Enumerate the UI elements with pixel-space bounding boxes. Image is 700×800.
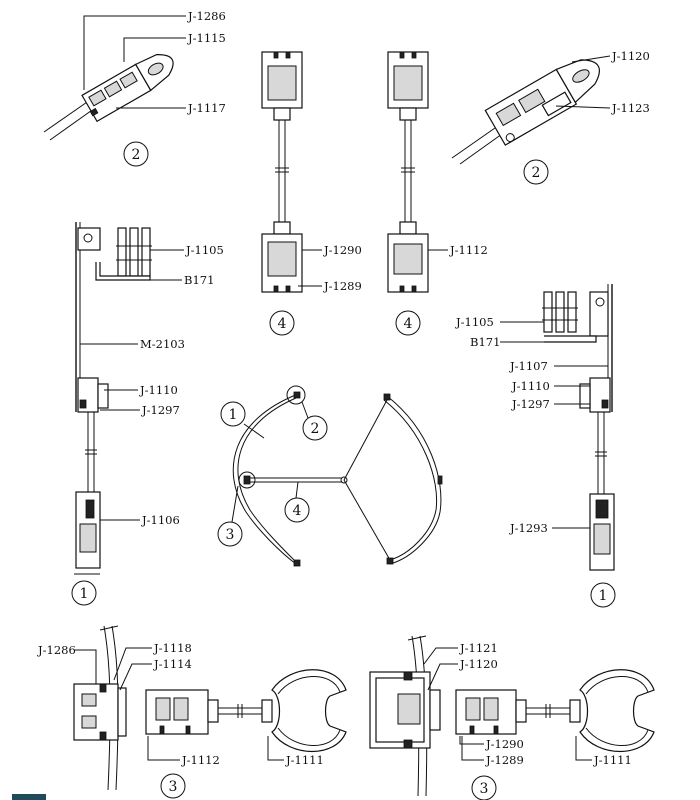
corner-mark <box>12 794 46 800</box>
callout-circle-plan-4 <box>284 497 310 523</box>
label-bl-4: J-1112 <box>181 753 220 767</box>
label-ml-1: J-1105 <box>185 243 224 257</box>
label-ml-3: M-2103 <box>140 337 185 351</box>
callout-ml: 1 <box>80 586 89 602</box>
detail-top-center <box>261 51 322 293</box>
callout-mc: 4 <box>278 316 287 332</box>
label-br-3: J-1290 <box>485 737 524 751</box>
label-bl-5: J-1111 <box>285 753 324 767</box>
label-ml-6: J-1106 <box>141 513 180 527</box>
label-ml-5: J-1297 <box>141 403 180 417</box>
label-tr-top: J-1120 <box>611 49 650 63</box>
callout-bl: 3 <box>169 779 178 795</box>
callout-circle-tr <box>523 159 549 185</box>
callout-circle-plan-1 <box>220 401 246 427</box>
detail-top-center-right <box>387 51 448 293</box>
callout-plan-3: 3 <box>226 527 235 543</box>
callout-plan-1: 1 <box>229 407 238 423</box>
detail-bottom-left <box>73 625 347 791</box>
callout-circle-mc <box>269 310 295 336</box>
label-tl-top: J-1286 <box>187 9 226 23</box>
label-mr-4: J-1110 <box>511 379 550 393</box>
label-mr-6: J-1293 <box>509 521 548 535</box>
callout-circle-plan-2 <box>302 415 328 441</box>
label-tl-mid: J-1115 <box>187 31 226 45</box>
label-mr-3: J-1107 <box>509 359 548 373</box>
label-br-5: J-1111 <box>593 753 632 767</box>
label-br-2: J-1120 <box>459 657 498 671</box>
detail-bottom-right <box>369 635 655 797</box>
label-mr-2: B171 <box>470 335 500 349</box>
callout-br: 3 <box>480 781 489 797</box>
label-bl-3: J-1114 <box>153 657 192 671</box>
label-ml-4: J-1110 <box>139 383 178 397</box>
callout-circle-plan-3 <box>217 521 243 547</box>
label-mr-5: J-1297 <box>511 397 550 411</box>
callout-plan-2: 2 <box>311 421 320 437</box>
callout-circle-ml <box>71 580 97 606</box>
label-mc-2: J-1289 <box>323 279 362 293</box>
label-br-1: J-1121 <box>459 641 498 655</box>
label-ml-2: B171 <box>184 273 214 287</box>
callout-circle-mr <box>590 582 616 608</box>
label-bl-2: J-1118 <box>153 641 192 655</box>
label-tr-bot: J-1123 <box>611 101 650 115</box>
callout-circle-br <box>471 775 497 800</box>
plan-view <box>231 385 443 567</box>
callout-plan-4: 4 <box>293 503 302 519</box>
callout-tl: 2 <box>132 147 141 163</box>
detail-mid-left <box>74 222 184 575</box>
label-mc2-1: J-1112 <box>449 243 488 257</box>
callout-mr: 1 <box>599 588 608 604</box>
callout-tr: 2 <box>532 165 541 181</box>
label-br-4: J-1289 <box>485 753 524 767</box>
label-mr-1: J-1105 <box>455 315 494 329</box>
callout-circle-mc2 <box>395 310 421 336</box>
label-bl-1: J-1286 <box>37 643 76 657</box>
detail-mid-right <box>500 284 615 571</box>
detail-top-left <box>43 15 186 141</box>
callout-circle-tl <box>123 141 149 167</box>
label-mc-1: J-1290 <box>323 243 362 257</box>
label-tl-bot: J-1117 <box>187 101 226 115</box>
callout-circle-bl <box>160 773 186 799</box>
callout-mc2: 4 <box>404 316 413 332</box>
detail-top-right <box>451 55 611 165</box>
